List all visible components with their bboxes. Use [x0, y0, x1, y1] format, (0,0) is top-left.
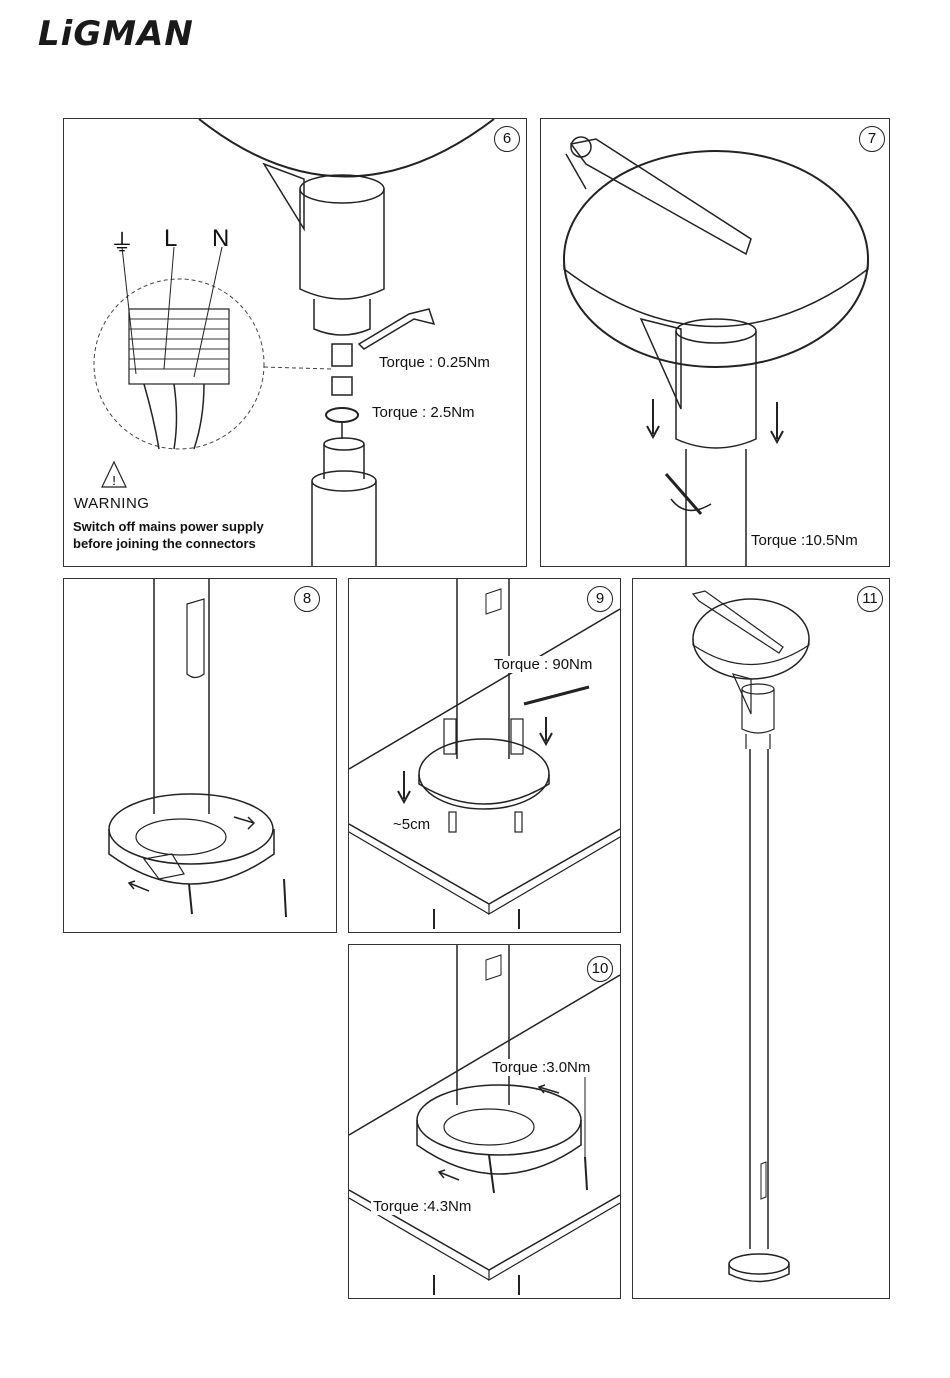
step-number-6: 6	[494, 126, 520, 152]
step-7-illustration	[541, 119, 889, 566]
step-10-illustration	[349, 945, 620, 1298]
torque-label-cover-screws: Torque :3.0Nm	[490, 1059, 592, 1076]
panel-step-8: 8	[63, 578, 337, 933]
torque-label-gland: Torque : 2.5Nm	[370, 404, 477, 421]
torque-label-connector: Torque : 0.25Nm	[377, 354, 492, 371]
neutral-terminal-label: N	[212, 225, 229, 253]
warning-line-1: Switch off mains power supply	[73, 518, 264, 535]
torque-label-nuts: Torque : 90Nm	[492, 656, 594, 673]
step-number-8: 8	[294, 586, 320, 612]
warning-line-2: before joining the connectors	[73, 535, 256, 552]
torque-label-base-screws: Torque :4.3Nm	[371, 1198, 473, 1215]
warning-title: WARNING	[74, 495, 149, 512]
step-number-9: 9	[587, 586, 613, 612]
brand-logo: LiGMAN	[38, 14, 194, 54]
svg-text:!: !	[112, 473, 116, 488]
panel-step-9: 9 Torque : 90Nm ~5cm	[348, 578, 621, 933]
panel-step-7: 7 Torque :10.5Nm	[540, 118, 890, 567]
panel-step-10: 10 Torque :3.0Nm Torque :4.3Nm	[348, 944, 621, 1299]
panel-step-6: ! 6 ⏚ L N Torque : 0.25Nm Torque : 2.5Nm…	[63, 118, 527, 567]
torque-label-grub-screw: Torque :10.5Nm	[749, 532, 860, 549]
step-8-illustration	[64, 579, 336, 932]
earth-terminal-symbol: ⏚	[110, 223, 134, 258]
live-terminal-label: L	[164, 225, 177, 253]
dimension-label-bolt-protrusion: ~5cm	[391, 816, 432, 833]
step-9-illustration	[349, 579, 620, 932]
step-number-10: 10	[587, 956, 613, 982]
step-11-illustration	[633, 579, 889, 1298]
step-number-7: 7	[859, 126, 885, 152]
step-number-11: 11	[857, 586, 883, 612]
panel-step-11: 11	[632, 578, 890, 1299]
